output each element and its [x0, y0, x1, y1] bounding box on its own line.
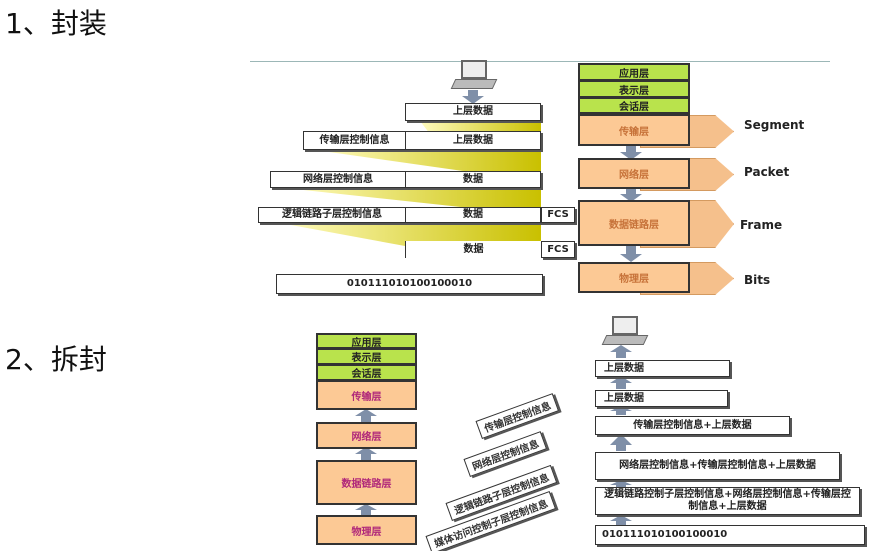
layer-session: 会话层 [578, 97, 690, 114]
layer-physical: 物理层 [578, 262, 690, 293]
layer-network: 网络层 [316, 422, 417, 449]
up-arrow-icon [355, 409, 377, 422]
fcs-trailer: FCS [541, 207, 575, 223]
pdu-frame: Frame [740, 218, 783, 232]
upper-data-box: 上层数据 [595, 390, 728, 407]
pdu-bits: Bits [744, 273, 771, 287]
upper-data-box: 上层数据 [405, 103, 541, 121]
frame-data: 数据 [405, 207, 541, 223]
up-arrow-icon [610, 376, 632, 389]
layer-network: 网络层 [578, 158, 690, 189]
bits-stream: 010111010100100010 [276, 274, 543, 294]
bits-stream: 010111010100100010 [595, 525, 865, 545]
layer-application: 应用层 [316, 333, 417, 349]
packet-box: 网络层控制信息+传输层控制信息+上层数据 [595, 452, 840, 480]
computer-icon [450, 60, 498, 92]
fcs-trailer: FCS [541, 241, 575, 258]
up-arrow-icon [610, 515, 632, 525]
llc-header: 逻辑链路子层控制信息 [258, 207, 405, 223]
up-arrow-icon [355, 447, 377, 460]
pdu-packet: Packet [744, 165, 790, 179]
upper-data-box: 上层数据 [595, 360, 730, 377]
frame-box: 逻辑链路控制子层控制信息+网络层控制信息+传输层控制信息+上层数据 [595, 487, 860, 515]
up-arrow-icon [610, 406, 632, 415]
network-header: 网络层控制信息 [270, 171, 405, 188]
wedge [280, 223, 541, 246]
segment-data: 上层数据 [405, 131, 541, 150]
down-arrow-icon [620, 146, 642, 160]
layer-presentation: 表示层 [578, 80, 690, 98]
down-arrow-icon [620, 189, 642, 202]
layer-transport: 传输层 [578, 114, 690, 146]
heading-encapsulation: 1、封装 [5, 7, 107, 40]
down-arrow-icon [462, 90, 484, 104]
transport-header: 传输层控制信息 [303, 131, 405, 150]
layer-data-link: 数据链路层 [578, 200, 690, 246]
wedge [315, 150, 541, 172]
up-arrow-icon [610, 434, 632, 451]
segment-box: 传输层控制信息+上层数据 [595, 416, 790, 435]
wedge [285, 188, 541, 208]
layer-session: 会话层 [316, 364, 417, 381]
heading-decapsulation: 2、拆封 [5, 343, 107, 376]
layer-physical: 物理层 [316, 515, 417, 545]
up-arrow-icon [610, 480, 632, 488]
divider [250, 61, 830, 62]
layer-data-link: 数据链路层 [316, 460, 417, 505]
computer-icon [601, 316, 649, 348]
wedge [420, 121, 541, 134]
up-arrow-icon [355, 504, 377, 515]
layer-presentation: 表示层 [316, 348, 417, 365]
packet-data: 数据 [405, 171, 541, 188]
layer-transport: 传输层 [316, 380, 417, 410]
down-arrow-icon [620, 246, 642, 262]
pdu-segment: Segment [744, 118, 805, 132]
mac-frame-data: 数据 [405, 241, 541, 258]
up-arrow-icon [610, 345, 632, 358]
layer-application: 应用层 [578, 63, 690, 81]
